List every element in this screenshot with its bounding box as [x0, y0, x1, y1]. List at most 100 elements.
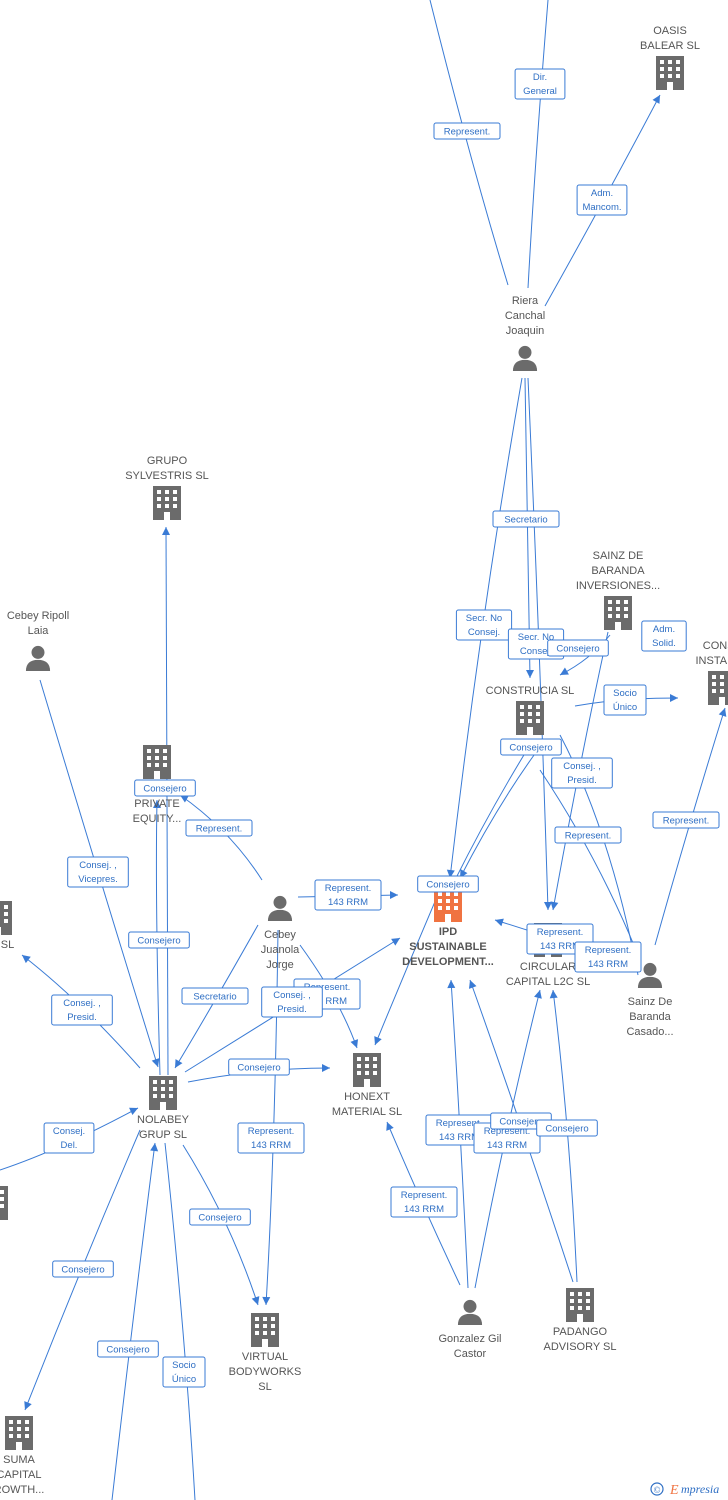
- node-label: Cebey Ripoll: [7, 610, 69, 622]
- arrowhead: [175, 1059, 183, 1068]
- node-label: VIRTUAL: [242, 1351, 288, 1363]
- edge-label-text: Consejero: [545, 1124, 588, 1135]
- edge-label-text: Consej. ,: [63, 998, 101, 1009]
- edge-label-text: Secr. No: [518, 632, 554, 643]
- arrowhead: [447, 980, 456, 989]
- edge-label-text: 143 RRM: [439, 1132, 479, 1143]
- edge-label-e27[interactable]: Consej.Del.: [43, 1122, 95, 1154]
- edge-label-e7[interactable]: Consejero: [547, 639, 609, 657]
- node-label: Joaquin: [506, 325, 545, 337]
- arrowhead: [544, 902, 552, 910]
- edge-label-e12[interactable]: Represent.: [554, 826, 622, 844]
- arrowhead: [350, 1039, 359, 1048]
- node-left_a[interactable]: a: [0, 1186, 8, 1236]
- edge-label-text: Presid.: [567, 775, 597, 786]
- node-label: NOLABEY: [137, 1114, 190, 1126]
- edge-label-e2[interactable]: Represent.: [433, 122, 501, 140]
- edge-label-e21[interactable]: Consejero: [128, 931, 190, 949]
- edge-label-text: Dir.: [533, 72, 547, 83]
- node-ipd[interactable]: IPDSUSTAINABLEDEVELOPMENT...: [402, 888, 494, 968]
- edge-label-e15[interactable]: Represent.: [185, 819, 253, 837]
- edge-label-e30[interactable]: Represent.143 RRM: [237, 1122, 305, 1154]
- edge-label-e17[interactable]: Represent.143 RRM: [314, 879, 382, 911]
- edge-label-e32[interactable]: Consejero: [536, 1119, 598, 1137]
- edge-label-e29[interactable]: Represent.143 RRM: [473, 1122, 541, 1154]
- node-suma[interactable]: SUMACAPITALROWTH...: [0, 1416, 44, 1496]
- brand-initial: E: [669, 1483, 679, 1498]
- node-label: SL: [258, 1381, 271, 1393]
- edge-label-text: 143 RRM: [251, 1140, 291, 1151]
- edge-label-text: General: [523, 86, 557, 97]
- edge-label-e4[interactable]: Secretario: [492, 510, 560, 528]
- edge-label-e26[interactable]: Consejero: [228, 1058, 290, 1076]
- arrowhead: [24, 1401, 32, 1410]
- building-icon: [5, 1416, 33, 1450]
- node-label: Laia: [28, 625, 50, 637]
- edge-label-e36[interactable]: Consejero: [97, 1340, 159, 1358]
- node-label: CONST: [703, 640, 728, 652]
- edge-label-text: Mancom.: [582, 202, 621, 213]
- node-instalac[interactable]: CONSTINSTALAC: [696, 640, 728, 705]
- edge-label-e34[interactable]: Represent.143 RRM: [390, 1186, 458, 1218]
- node-sainz_casado[interactable]: Sainz DeBarandaCasado...: [626, 962, 674, 1038]
- arrowhead: [534, 990, 542, 999]
- node-label: BALEAR SL: [640, 40, 700, 52]
- node-left_ge[interactable]: GE SL: [0, 901, 14, 951]
- edge-label-e20[interactable]: Represent.143 RRM: [574, 941, 642, 973]
- node-label: SUMA: [3, 1454, 35, 1466]
- edge-label-e18[interactable]: Consejero: [417, 875, 479, 893]
- edge-label-text: Socio: [613, 688, 637, 699]
- building-icon: [251, 1313, 279, 1347]
- edge-label-text: Represent.: [537, 927, 583, 938]
- edge-label-e24[interactable]: Consej. ,Presid.: [261, 986, 323, 1018]
- edge-label-text: Único: [172, 1374, 196, 1385]
- building-icon: [0, 901, 12, 935]
- edge-label-text: Consejero: [137, 936, 180, 947]
- edge-label-text: Secretario: [193, 992, 236, 1003]
- edge-label-text: Secretario: [504, 515, 547, 526]
- edge-label-e1[interactable]: Dir. General: [514, 68, 566, 100]
- edge-label-e33[interactable]: Consejero: [189, 1208, 251, 1226]
- edge-label-e3[interactable]: Adm. Mancom.: [576, 184, 628, 216]
- node-label: CAPITAL L2C SL: [506, 976, 590, 988]
- edge-label-e25[interactable]: Consej. ,Presid.: [51, 994, 113, 1026]
- edge-label-text: 143 RRM: [328, 897, 368, 908]
- person-icon: [512, 345, 538, 371]
- arrowhead: [560, 667, 569, 675]
- node-label: DEVELOPMENT...: [402, 956, 494, 968]
- node-label: Cebey: [264, 929, 296, 941]
- node-construcia[interactable]: CONSTRUCIA SL: [486, 685, 575, 735]
- edge-label-e8[interactable]: Adm.Solid.: [641, 620, 687, 652]
- arrowhead: [150, 1143, 159, 1152]
- edge-label-e13[interactable]: Represent.: [652, 811, 720, 829]
- edge-label-text: Único: [613, 702, 637, 713]
- edge-label-text: Consejero: [556, 644, 599, 655]
- arrowhead: [162, 527, 170, 535]
- edge-label-e16[interactable]: Consej. ,Vicepres.: [67, 856, 129, 888]
- edge-label-e35[interactable]: Consejero: [52, 1260, 114, 1278]
- edge-label-text: Adm.: [591, 188, 613, 199]
- edge-label-e10[interactable]: Consejero: [500, 738, 562, 756]
- node-sainz_inv[interactable]: SAINZ DEBARANDAINVERSIONES...: [576, 550, 660, 630]
- edge-label-e22[interactable]: Secretario: [181, 987, 249, 1005]
- node-label: BARANDA: [591, 565, 645, 577]
- node-label: PRIVATE: [134, 798, 179, 810]
- arrowhead: [495, 918, 504, 927]
- edge-label-e14[interactable]: Consejero: [134, 779, 196, 797]
- arrowhead: [526, 670, 534, 678]
- edge-label-e11[interactable]: Consej. ,Presid.: [551, 757, 613, 789]
